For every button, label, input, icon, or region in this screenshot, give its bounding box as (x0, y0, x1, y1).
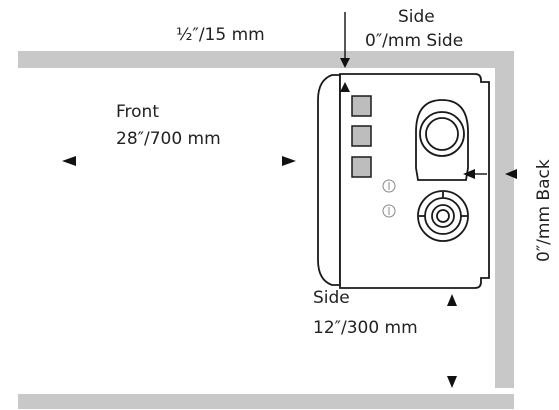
control-button-3 (351, 156, 372, 178)
back-arrow-right (505, 169, 517, 179)
top-wall (18, 51, 514, 68)
side-bottom-label: Side (313, 288, 350, 308)
front-arrow-right (282, 156, 296, 166)
back-label: 0″/mm Back (534, 159, 554, 262)
front-value: 28″/700 mm (116, 129, 221, 149)
appliance-top-view (317, 73, 490, 289)
back-arrow-left (463, 169, 487, 179)
bottom-wall (18, 394, 514, 409)
outlet-1 (382, 179, 396, 193)
front-clearance-arrow-up (340, 82, 350, 92)
side-arrow-up (447, 294, 457, 306)
top-gap-label: ½″/15 mm (176, 25, 265, 45)
control-button-2 (351, 125, 372, 147)
side-top-label: Side (398, 7, 435, 27)
control-button-1 (351, 95, 372, 117)
front-label: Front (116, 102, 159, 122)
brew-head-assembly (415, 99, 469, 242)
side-arrow-down (447, 376, 457, 388)
top-gap-arrow (340, 12, 350, 68)
front-arrow-left (62, 156, 76, 166)
right-wall (495, 68, 514, 388)
outlet-2 (382, 204, 396, 218)
appliance-front-bezel (317, 74, 341, 286)
side-bottom-value: 12″/300 mm (313, 318, 418, 338)
side-top-value: 0″/mm Side (365, 31, 463, 51)
